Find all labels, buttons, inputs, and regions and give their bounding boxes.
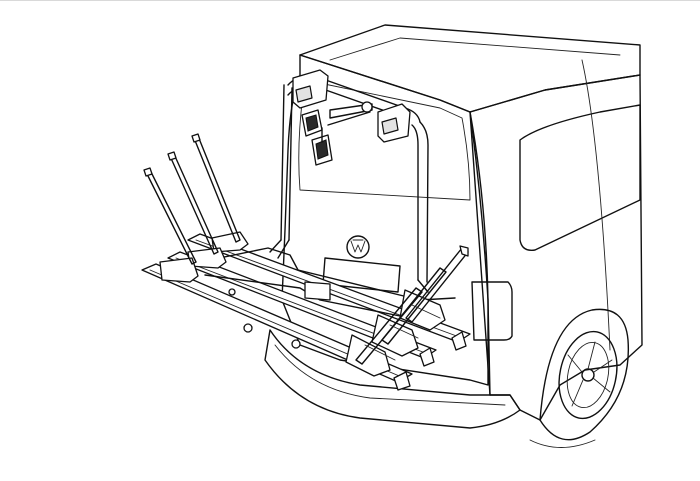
carrier-platform (141, 231, 471, 391)
rear-wheel-icon (529, 308, 630, 448)
van-body (264, 24, 643, 448)
top-border (0, 0, 700, 1)
carrier-frame (269, 69, 429, 293)
vw-logo-icon (346, 235, 370, 259)
frame-holder-arms (143, 133, 469, 365)
